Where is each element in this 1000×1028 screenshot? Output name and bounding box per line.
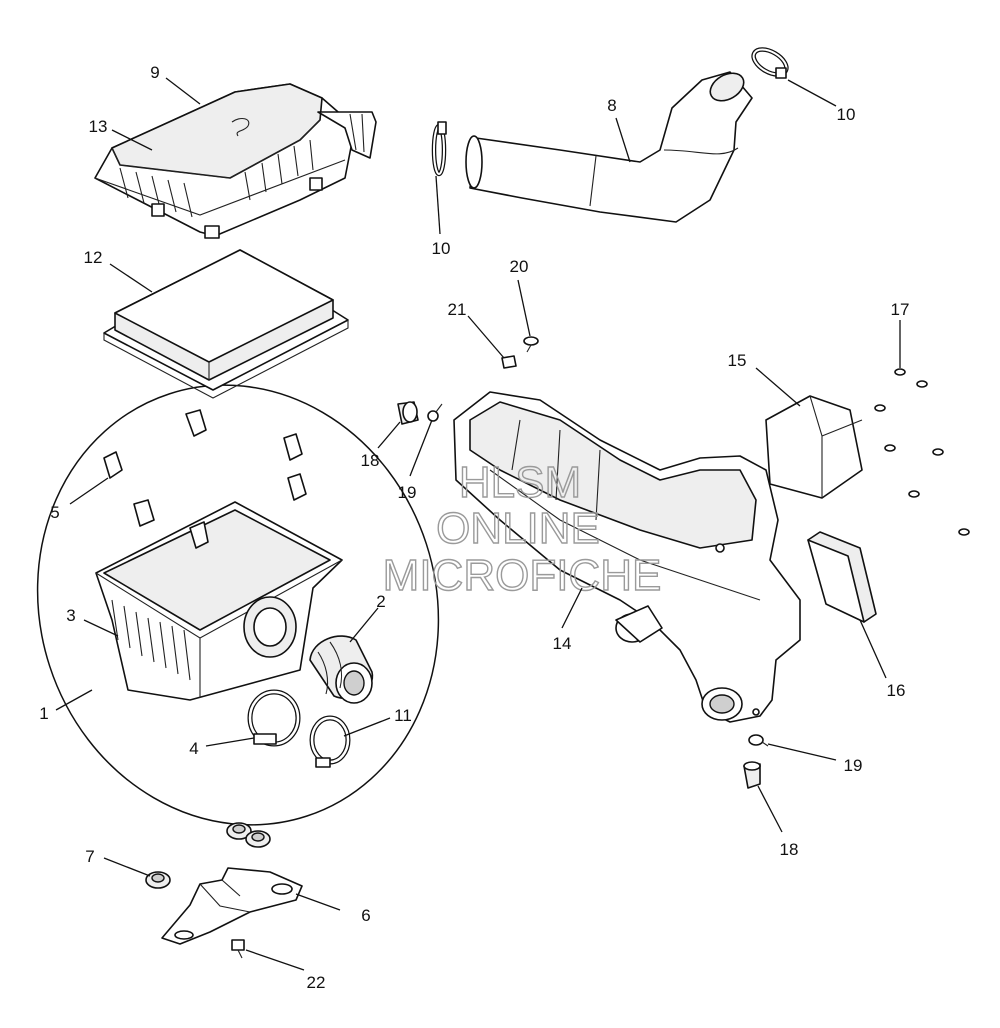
screw-20: [523, 336, 539, 353]
callout-labels: 9 13 12 5 3 2 1 4 11 7 6 22 8 10 10 20 2…: [39, 63, 909, 992]
callout-7: 7: [85, 847, 94, 866]
callout-2: 2: [376, 592, 385, 611]
assembly-boundary-ellipse: [36, 384, 440, 826]
callout-18-upper: 18: [361, 451, 380, 470]
intake-duct: [465, 71, 753, 223]
callout-12: 12: [84, 248, 103, 267]
callout-13: 13: [89, 117, 108, 136]
grommets: [145, 822, 271, 889]
callout-8: 8: [607, 96, 616, 115]
callout-3: 3: [66, 606, 75, 625]
callout-10-left: 10: [432, 239, 451, 258]
watermark-line-3: MICROFICHE: [383, 551, 662, 600]
callout-20: 20: [510, 257, 529, 276]
clip-19-upper: [427, 403, 443, 422]
callout-22: 22: [307, 973, 326, 992]
airbox-base: [95, 501, 343, 701]
airbox-cover: [94, 83, 377, 239]
watermark: HLSM ONLINE MICROFICHE: [382, 457, 662, 600]
callout-18-lower: 18: [780, 840, 799, 859]
callout-19-upper: 19: [398, 483, 417, 502]
callout-10-top: 10: [837, 105, 856, 124]
leader-lines: [55, 77, 901, 971]
screws-17: [874, 368, 970, 536]
rubber-coupler: [309, 635, 374, 704]
callout-19-lower: 19: [844, 756, 863, 775]
foam-block-15: [765, 395, 863, 499]
duct-clamp-left: [431, 121, 447, 177]
foam-pad-16: [807, 531, 877, 623]
watermark-line-1: HLSM: [459, 458, 581, 507]
callout-11: 11: [394, 706, 412, 725]
callout-15: 15: [728, 351, 747, 370]
duct-clamp-top: [751, 47, 789, 79]
air-filter: [103, 249, 349, 399]
callout-1: 1: [39, 704, 48, 723]
hose-clamp-large: [247, 689, 301, 747]
plug-18-lower: [743, 761, 761, 789]
callout-17: 17: [891, 300, 910, 319]
clip-21: [501, 355, 517, 369]
callout-16: 16: [887, 681, 906, 700]
clip-19-lower: [748, 734, 769, 747]
callout-5: 5: [50, 503, 59, 522]
intake-resonator: [453, 391, 801, 723]
callout-4: 4: [189, 739, 198, 758]
mounting-bracket: [161, 867, 303, 945]
plug-18-upper: [397, 401, 419, 425]
callout-6: 6: [361, 906, 370, 925]
retaining-clips: [103, 409, 307, 549]
band-clamp: [309, 715, 351, 768]
callout-9: 9: [150, 63, 159, 82]
watermark-line-2: ONLINE: [436, 504, 600, 553]
callout-14: 14: [553, 634, 572, 653]
bolt-22: [231, 939, 245, 959]
callout-21: 21: [448, 300, 467, 319]
